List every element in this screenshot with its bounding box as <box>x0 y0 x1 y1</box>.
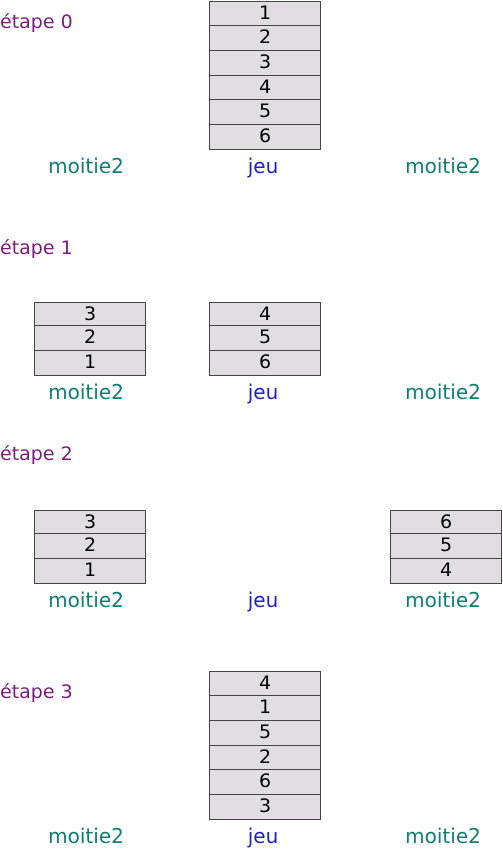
card: 4 <box>390 559 502 584</box>
jeu-label: jeu <box>247 588 279 612</box>
card: 4 <box>209 671 321 696</box>
card: 6 <box>209 125 321 150</box>
card: 4 <box>209 75 321 101</box>
card: 4 <box>209 301 321 327</box>
moitie-label-left: moitie2 <box>48 824 124 848</box>
moitie-label-left: moitie2 <box>48 588 124 612</box>
card: 2 <box>34 534 146 560</box>
card: 3 <box>34 301 146 327</box>
card: 5 <box>209 100 321 126</box>
card: 1 <box>34 559 146 584</box>
jeu-label: jeu <box>247 824 279 848</box>
step-label: étape 2 <box>0 443 73 465</box>
card: 6 <box>390 509 502 535</box>
step-label: étape 0 <box>0 11 73 33</box>
card: 1 <box>34 351 146 376</box>
jeu-label: jeu <box>247 380 279 404</box>
card: 6 <box>209 351 321 376</box>
card: 3 <box>209 50 321 76</box>
step-label: étape 1 <box>0 237 73 259</box>
card: 2 <box>34 326 146 352</box>
card: 5 <box>209 326 321 352</box>
card: 1 <box>209 695 321 721</box>
card: 3 <box>209 795 321 820</box>
step-label: étape 3 <box>0 681 73 703</box>
moitie-label-right: moitie2 <box>405 380 481 404</box>
card: 1 <box>209 1 321 26</box>
card: 2 <box>209 745 321 771</box>
card: 5 <box>390 534 502 560</box>
card: 3 <box>34 509 146 535</box>
moitie-label-right: moitie2 <box>405 588 481 612</box>
moitie-label-right: moitie2 <box>405 824 481 848</box>
moitie-label-right: moitie2 <box>405 154 481 178</box>
card: 6 <box>209 770 321 796</box>
moitie-label-left: moitie2 <box>48 380 124 404</box>
moitie-label-left: moitie2 <box>48 154 124 178</box>
jeu-label: jeu <box>247 154 279 178</box>
card: 2 <box>209 25 321 51</box>
card: 5 <box>209 720 321 746</box>
